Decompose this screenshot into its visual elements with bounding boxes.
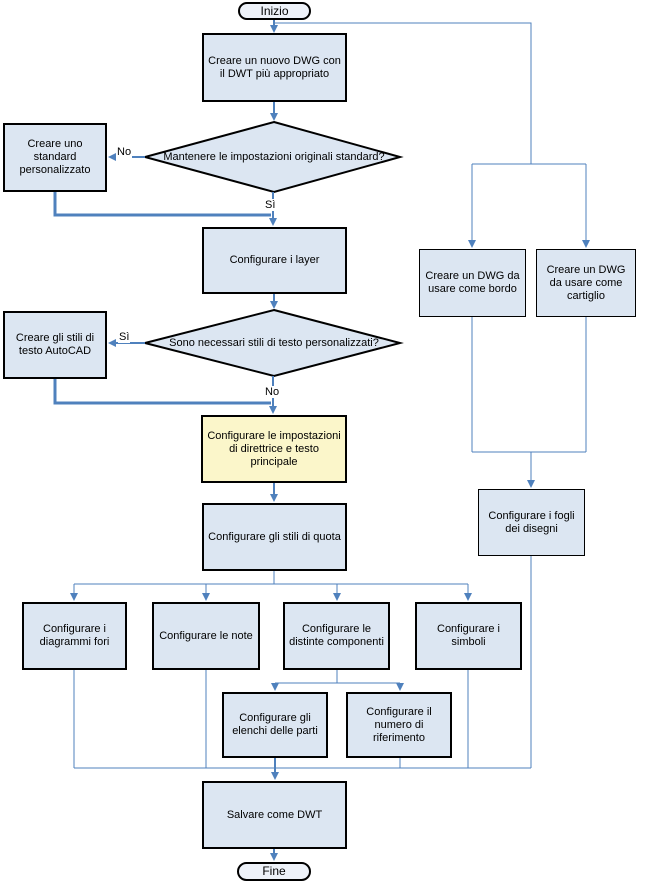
process-configure-sheets: Configurare i fogli dei disegni bbox=[478, 489, 585, 556]
process-create-autocad-text-styles: Creare gli stili di testo AutoCAD bbox=[3, 311, 107, 379]
end-terminator: Fine bbox=[237, 862, 311, 881]
connector-border-titleblock-merge bbox=[471, 317, 587, 453]
process-configure-parts-lists: Configurare gli elenchi delle parti bbox=[222, 692, 328, 758]
connector-distribution bbox=[74, 571, 468, 585]
process-configure-parts: Configurare le distinte componenti bbox=[283, 602, 390, 670]
connector-parts-split bbox=[275, 670, 400, 684]
process-configure-symbols: Configurare i simboli bbox=[415, 602, 522, 670]
edge-label-yes-1: Sì bbox=[264, 199, 277, 211]
process-configure-balloons: Configurare il numero di riferimento bbox=[346, 692, 452, 758]
process-configure-dim-styles: Configurare gli stili di quota bbox=[202, 503, 347, 571]
connector-top-branch bbox=[274, 22, 586, 165]
process-configure-layers: Configurare i layer bbox=[202, 227, 347, 294]
process-create-new-dwg: Creare un nuovo DWG con il DWT più appro… bbox=[202, 33, 347, 102]
process-configure-leader-settings: Configurare le impostazioni di direttric… bbox=[201, 415, 347, 483]
start-terminator: Inizio bbox=[238, 2, 311, 20]
connector-autocad-styles-return bbox=[53, 379, 271, 405]
process-configure-notes: Configurare le note bbox=[152, 602, 260, 670]
process-configure-hole-charts: Configurare i diagrammi fori bbox=[22, 602, 127, 670]
process-create-dwg-titleblock: Creare un DWG da usare come cartiglio bbox=[536, 249, 636, 317]
process-save-dwt: Salvare come DWT bbox=[202, 781, 347, 849]
connector-collector bbox=[73, 556, 532, 769]
process-create-custom-standard: Creare uno standard personalizzato bbox=[3, 123, 107, 192]
edge-label-yes-2: Sì bbox=[118, 331, 131, 343]
connector-custom-standard-return bbox=[53, 192, 271, 217]
edge-label-no-2: No bbox=[264, 386, 281, 398]
decision-keep-standard-label: Mantenere le impostazioni originali stan… bbox=[163, 150, 385, 163]
edge-label-no-1: No bbox=[116, 146, 133, 158]
process-create-dwg-border: Creare un DWG da usare come bordo bbox=[419, 249, 526, 317]
decision-text-styles-label: Sono necessari stili di testo personaliz… bbox=[169, 336, 379, 349]
